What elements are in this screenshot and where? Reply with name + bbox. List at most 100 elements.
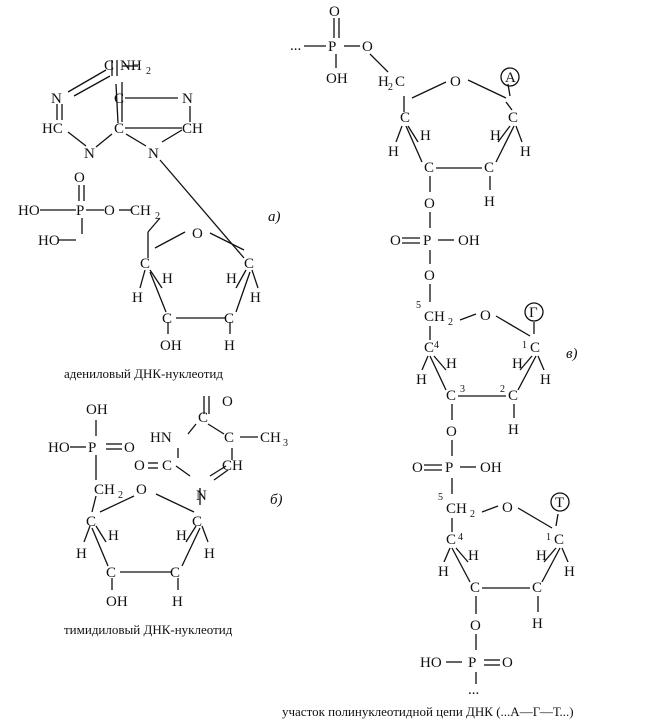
atom-ho: HO <box>18 203 40 219</box>
atom-h: H <box>176 528 187 544</box>
atom-n: N <box>148 146 159 162</box>
atom-h: H <box>226 271 237 287</box>
atom-h: H <box>484 194 495 210</box>
subscript-2: 2 <box>448 317 453 328</box>
position-2: 2 <box>500 384 505 395</box>
atom-p: P <box>468 655 476 671</box>
label-a: а) <box>268 209 281 225</box>
atom-h: H <box>132 290 143 306</box>
atom-o: O <box>329 4 340 20</box>
atom-n: N <box>196 488 207 504</box>
adenyl-nucleotide: C NH 2 N C N HC C CH N N O HO P O CH 2 H… <box>18 58 281 381</box>
thymidyl-nucleotide: OH HO P O CH 2 O C C H H H H C C OH H N … <box>48 394 288 637</box>
atom-p: P <box>423 233 431 249</box>
atom-c: C <box>170 565 180 581</box>
atom-oh: OH <box>326 71 348 87</box>
atom-n: N <box>51 91 62 107</box>
atom-h: H <box>388 144 399 160</box>
atom-oh: OH <box>458 233 480 249</box>
atom-ch2: CH <box>130 203 151 219</box>
atom-o: O <box>390 233 401 249</box>
atom-ch3: CH <box>260 430 281 446</box>
caption-thymidyl: тимидиловый ДНК-нуклеотид <box>64 622 233 637</box>
atom-h: H <box>416 372 427 388</box>
atom-o: O <box>412 460 423 476</box>
atom-nh2: NH <box>120 58 142 74</box>
atom-n: N <box>84 146 95 162</box>
atom-p: P <box>328 39 336 55</box>
position-5: 5 <box>438 492 443 503</box>
subscript-2: 2 <box>118 490 123 501</box>
caption-chain: участок полинуклеотидной цепи ДНК (...А—… <box>282 704 574 719</box>
atom-h: H <box>532 616 543 632</box>
subscript-2: 2 <box>146 66 151 77</box>
atom-hc: HC <box>42 121 63 137</box>
atom-h: H <box>512 356 523 372</box>
dna-chain: ... O P O OH H 2 C А O C C H H H H C <box>282 4 578 719</box>
atom-o: O <box>502 500 513 516</box>
atom-c: C <box>244 256 254 272</box>
atom-c: C <box>106 565 116 581</box>
atom-h: H <box>438 564 449 580</box>
atom-c: C <box>192 514 202 530</box>
atom-o: O <box>104 203 115 219</box>
atom-c: C <box>224 430 234 446</box>
label-b: б) <box>270 492 283 508</box>
chain-dots-top: ... <box>290 38 301 54</box>
position-3: 3 <box>460 384 465 395</box>
position-4: 4 <box>458 532 463 543</box>
atom-oh: OH <box>160 338 182 354</box>
atom-c: C <box>114 121 124 137</box>
position-1: 1 <box>522 340 527 351</box>
subscript-2: 2 <box>388 82 393 93</box>
atom-h: H <box>162 271 173 287</box>
atom-h: H <box>468 548 479 564</box>
atom-c: C <box>198 410 208 426</box>
base-g: Г <box>529 305 538 321</box>
atom-o: O <box>124 440 135 456</box>
atom-c: C <box>424 340 434 356</box>
atom-c: C <box>162 311 172 327</box>
atom-h: H <box>520 144 531 160</box>
atom-p: P <box>445 460 453 476</box>
atom-o: O <box>424 196 435 212</box>
atom-h: H <box>508 422 519 438</box>
atom-c: C <box>530 340 540 356</box>
atom-h: H <box>540 372 551 388</box>
atom-ch2: CH <box>424 309 445 325</box>
atom-o: O <box>450 74 461 90</box>
atom-ch2: CH <box>94 482 115 498</box>
atom-c: C <box>508 388 518 404</box>
atom-o: O <box>446 424 457 440</box>
atom-o: O <box>362 39 373 55</box>
atom-o: O <box>192 226 203 242</box>
atom-c: C <box>446 388 456 404</box>
atom-oh: OH <box>480 460 502 476</box>
atom-o: O <box>470 618 481 634</box>
atom-c: C <box>162 458 172 474</box>
atom-n: N <box>182 91 193 107</box>
atom-c: C <box>86 514 96 530</box>
atom-o: O <box>480 308 491 324</box>
atom-c: C <box>395 74 405 90</box>
caption-adenyl: адениловый ДНК-нуклеотид <box>64 366 223 381</box>
atom-hn: HN <box>150 430 172 446</box>
base-a: А <box>505 70 516 86</box>
atom-oh: OH <box>106 594 128 610</box>
atom-o: O <box>424 268 435 284</box>
subscript-3: 3 <box>283 438 288 449</box>
atom-h: H <box>224 338 235 354</box>
atom-h: H <box>172 594 183 610</box>
atom-h: H <box>204 546 215 562</box>
atom-h: H <box>490 128 501 144</box>
atom-o: O <box>502 655 513 671</box>
atom-o: O <box>222 394 233 410</box>
atom-c: C <box>140 256 150 272</box>
atom-ch: CH <box>182 121 203 137</box>
position-1: 1 <box>546 532 551 543</box>
position-4: 4 <box>434 340 439 351</box>
atom-h: H <box>108 528 119 544</box>
atom-c: C <box>424 160 434 176</box>
subscript-2: 2 <box>470 509 475 520</box>
